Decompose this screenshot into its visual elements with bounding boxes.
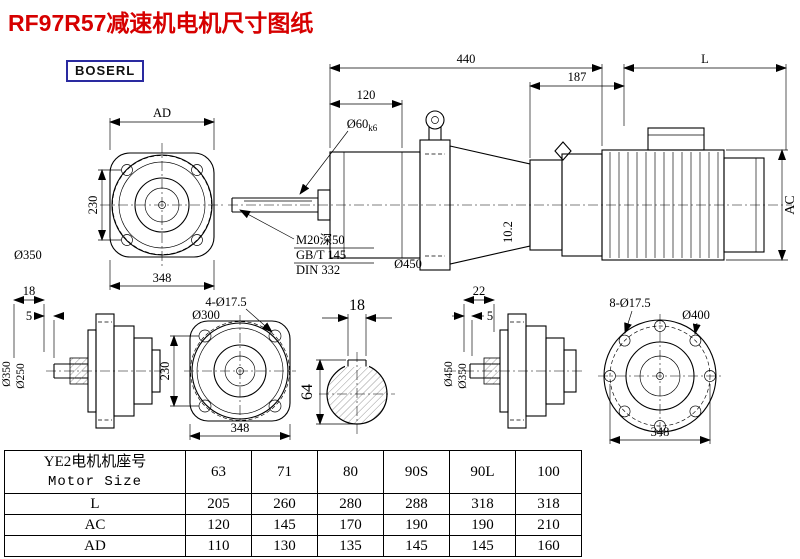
dim-348-c-label: 348 [651, 425, 670, 439]
dim-key-height-label: 64 [299, 384, 316, 400]
table-header-cell: 100 [515, 450, 582, 494]
small-side-view-right: 22 5 Ø450 Ø350 [443, 284, 584, 429]
page-title: RF97R57减速机电机尺寸图纸 [8, 10, 314, 36]
dia-250-label: Ø250 [15, 363, 27, 389]
dim-230-b-label: 230 [158, 362, 172, 381]
flange-front-view-4holes: 4-Ø17.5 Ø300 230 348 [158, 295, 296, 440]
output-flange-front-view: AD 230 Ø350 348 [14, 106, 224, 290]
dim-187-label: 187 [568, 70, 587, 84]
table-title-cn: YE2电机机座号 [43, 454, 147, 470]
dim-440-label: 440 [457, 52, 476, 66]
small-side-view-left: 18 5 Ø350 Ø250 [1, 284, 164, 429]
table-cell: 145 [251, 514, 318, 536]
motor-size-table: YE2电机机座号 Motor Size 63 71 80 90S 90L 100… [4, 450, 582, 557]
dim-120-label: 120 [357, 88, 376, 102]
dim-ac-label: AC [783, 195, 798, 214]
row-label-cell: AD [4, 535, 186, 557]
dim-348-b-label: 348 [231, 421, 250, 435]
dim-230-label: 230 [86, 196, 100, 215]
dia-300-label: Ø300 [192, 308, 220, 322]
dia-450-label: Ø450 [394, 257, 422, 271]
table-cell: 145 [383, 535, 450, 557]
main-side-view: 440 L 187 120 Ø60k6 AC M20深50 [228, 52, 798, 277]
dim-keyway-width-label: 18 [349, 297, 365, 314]
table-cell: 130 [251, 535, 318, 557]
dim-5-label: 5 [26, 309, 32, 323]
table-row: L 205 260 280 288 318 318 [4, 493, 582, 515]
table-header-row: YE2电机机座号 Motor Size 63 71 80 90S 90L 100 [4, 450, 582, 494]
table-header-cell: 80 [317, 450, 384, 494]
dim-L-label: L [701, 52, 709, 66]
table-header-cell: YE2电机机座号 Motor Size [4, 450, 186, 494]
table-cell: 288 [383, 493, 450, 515]
callout-gbt-label: GB/T 145 [296, 248, 346, 262]
table-cell: 190 [383, 514, 450, 536]
callout-m20-label: M20深50 [296, 233, 345, 247]
dim-ad-label: AD [153, 106, 171, 120]
table-row: AD 110 130 135 145 145 160 [4, 535, 582, 557]
table-cell: 170 [317, 514, 384, 536]
dia-shaft-label: Ø60k6 [347, 117, 378, 133]
motor-fins [609, 152, 719, 258]
dia-350-left-label: Ø350 [1, 361, 13, 387]
table-cell: 205 [185, 493, 252, 515]
dim-102-label: 10.2 [501, 221, 515, 243]
callout-4holes-label: 4-Ø17.5 [205, 295, 246, 309]
dia-350-label: Ø350 [14, 248, 42, 262]
callout-8holes-label: 8-Ø17.5 [609, 296, 650, 310]
dim-348-label: 348 [153, 271, 172, 285]
table-cell: 318 [449, 493, 516, 515]
brand-logo: BOSERL [66, 60, 145, 82]
shaft-section-view: 18 64 [299, 297, 395, 434]
table-header-cell: 90S [383, 450, 450, 494]
row-label-cell: AC [4, 514, 186, 536]
dia-450-right-label: Ø450 [443, 361, 455, 387]
table-cell: 135 [317, 535, 384, 557]
table-cell: 160 [515, 535, 582, 557]
table-row: AC 120 145 170 190 190 210 [4, 514, 582, 536]
table-header-cell: 90L [449, 450, 516, 494]
dim-18-label: 18 [23, 284, 36, 298]
flange-front-view-8holes: 8-Ø17.5 Ø400 348 [598, 296, 722, 444]
dia-350-right-label: Ø350 [457, 363, 469, 389]
callout-din-label: DIN 332 [296, 263, 340, 277]
table-title-en: Motor Size [47, 474, 142, 490]
table-cell: 110 [185, 535, 252, 557]
dia-400-label: Ø400 [682, 308, 710, 322]
table-header-cell: 63 [185, 450, 252, 494]
table-cell: 260 [251, 493, 318, 515]
table-cell: 318 [515, 493, 582, 515]
table-cell: 145 [449, 535, 516, 557]
table-cell: 210 [515, 514, 582, 536]
table-cell: 280 [317, 493, 384, 515]
table-cell: 190 [449, 514, 516, 536]
dim-22-label: 22 [473, 284, 486, 298]
table-cell: 120 [185, 514, 252, 536]
drawing-canvas: AD 230 Ø350 348 [1, 52, 798, 444]
table-header-cell: 71 [251, 450, 318, 494]
row-label-cell: L [4, 493, 186, 515]
dim-5-b-label: 5 [487, 309, 493, 323]
